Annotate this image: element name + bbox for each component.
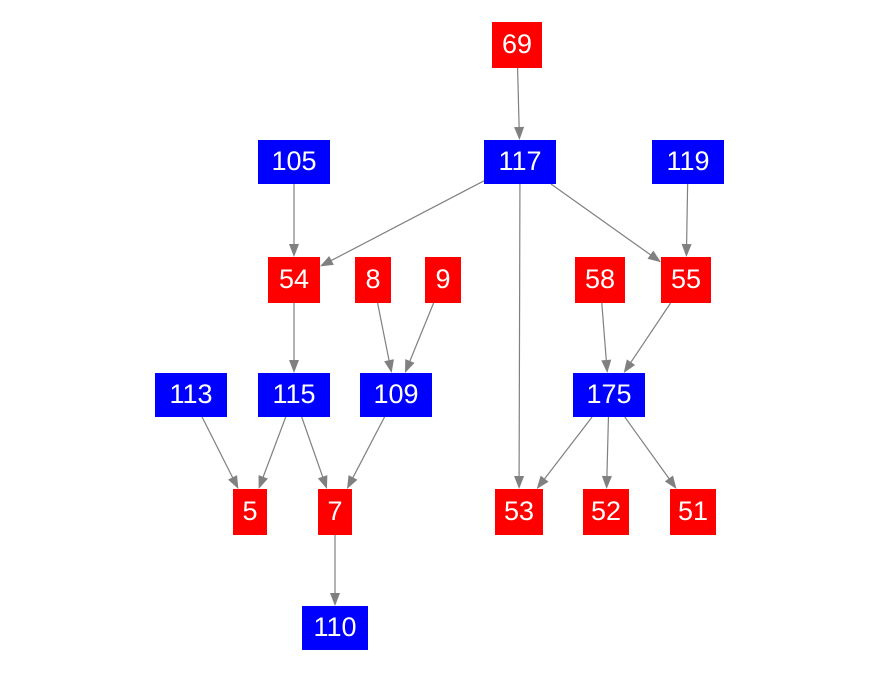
nodes-layer: 69 105 117 119 54 8 9 58 55 113 115 109 175 5 7 53 52 51 1… bbox=[155, 22, 724, 650]
edge-113-to-5 bbox=[201, 416, 239, 489]
arrowhead-icon bbox=[404, 359, 415, 373]
node-box[interactable] bbox=[302, 606, 368, 650]
node-label: 54 bbox=[279, 264, 309, 294]
node-69[interactable]: 69 bbox=[492, 22, 542, 68]
node-label: 55 bbox=[671, 264, 701, 294]
edge-175-to-53 bbox=[536, 416, 593, 489]
arrowhead-icon bbox=[623, 359, 636, 373]
node-110[interactable]: 110 bbox=[302, 606, 368, 650]
node-label: 51 bbox=[678, 496, 708, 526]
edge-7-to-110 bbox=[330, 535, 340, 606]
node-box[interactable] bbox=[360, 373, 432, 417]
node-58[interactable]: 58 bbox=[575, 257, 625, 303]
edge-54-to-115 bbox=[289, 303, 299, 373]
edge-175-to-52 bbox=[601, 416, 612, 489]
node-label: 7 bbox=[327, 496, 342, 526]
node-box[interactable] bbox=[318, 489, 352, 535]
node-box[interactable] bbox=[661, 257, 711, 303]
arrowhead-icon bbox=[601, 475, 612, 489]
node-5[interactable]: 5 bbox=[233, 489, 267, 535]
node-label: 52 bbox=[591, 496, 621, 526]
node-55[interactable]: 55 bbox=[661, 257, 711, 303]
node-117[interactable]: 117 bbox=[484, 140, 556, 184]
node-box[interactable] bbox=[575, 257, 625, 303]
node-52[interactable]: 52 bbox=[583, 489, 629, 535]
node-label: 58 bbox=[585, 264, 615, 294]
node-7[interactable]: 7 bbox=[318, 489, 352, 535]
arrowhead-icon bbox=[384, 359, 394, 373]
edge-109-to-7 bbox=[346, 416, 386, 489]
node-box[interactable] bbox=[233, 489, 267, 535]
arrowhead-icon bbox=[536, 475, 549, 489]
arrowhead-icon bbox=[514, 126, 525, 140]
edge-69-to-117 bbox=[514, 67, 525, 140]
edge-119-to-55 bbox=[681, 183, 692, 257]
edge-117-to-54 bbox=[320, 180, 485, 267]
node-box[interactable] bbox=[258, 373, 330, 417]
node-label: 119 bbox=[666, 146, 709, 176]
edge-9-to-109 bbox=[404, 302, 435, 373]
edge-117-to-53 bbox=[514, 183, 525, 489]
arrowhead-icon bbox=[289, 360, 299, 373]
node-box[interactable] bbox=[484, 140, 556, 184]
node-box[interactable] bbox=[268, 257, 320, 303]
edges-layer bbox=[201, 67, 692, 606]
node-label: 117 bbox=[498, 146, 541, 176]
node-label: 105 bbox=[271, 146, 316, 176]
node-box[interactable] bbox=[495, 489, 543, 535]
node-105[interactable]: 105 bbox=[258, 140, 330, 184]
node-175[interactable]: 175 bbox=[573, 373, 645, 417]
node-label: 9 bbox=[435, 264, 450, 294]
arrowhead-icon bbox=[664, 475, 677, 489]
node-115[interactable]: 115 bbox=[258, 373, 330, 417]
arrowhead-icon bbox=[258, 475, 268, 489]
edge-58-to-175 bbox=[601, 302, 612, 373]
node-label: 69 bbox=[502, 29, 532, 59]
arrowhead-icon bbox=[514, 475, 525, 489]
node-8[interactable]: 8 bbox=[355, 257, 391, 303]
node-box[interactable] bbox=[155, 373, 227, 417]
node-label: 113 bbox=[169, 379, 212, 409]
node-label: 8 bbox=[365, 264, 380, 294]
node-box[interactable] bbox=[670, 489, 716, 535]
node-54[interactable]: 54 bbox=[268, 257, 320, 303]
node-109[interactable]: 109 bbox=[360, 373, 432, 417]
edge-115-to-5 bbox=[258, 416, 287, 489]
edge-105-to-54 bbox=[289, 184, 299, 257]
node-box[interactable] bbox=[583, 489, 629, 535]
arrowhead-icon bbox=[320, 255, 334, 267]
arrowhead-icon bbox=[681, 243, 692, 257]
node-label: 5 bbox=[242, 496, 257, 526]
node-box[interactable] bbox=[355, 257, 391, 303]
node-box[interactable] bbox=[652, 140, 724, 184]
node-box[interactable] bbox=[425, 257, 461, 303]
node-label: 53 bbox=[504, 496, 534, 526]
edge-55-to-175 bbox=[623, 302, 672, 373]
node-box[interactable] bbox=[573, 373, 645, 417]
arrowhead-icon bbox=[317, 475, 328, 489]
node-9[interactable]: 9 bbox=[425, 257, 461, 303]
arrowhead-icon bbox=[346, 475, 358, 489]
edge-8-to-109 bbox=[377, 302, 394, 373]
node-label: 175 bbox=[586, 379, 631, 409]
arrowhead-icon bbox=[228, 475, 239, 489]
arrowhead-icon bbox=[601, 359, 612, 373]
node-box[interactable] bbox=[258, 140, 330, 184]
node-113[interactable]: 113 bbox=[155, 373, 227, 417]
node-51[interactable]: 51 bbox=[670, 489, 716, 535]
edge-175-to-51 bbox=[624, 416, 677, 489]
node-box[interactable] bbox=[492, 22, 542, 68]
arrowhead-icon bbox=[647, 250, 661, 263]
node-119[interactable]: 119 bbox=[652, 140, 724, 184]
node-label: 115 bbox=[272, 379, 315, 409]
edge-117-to-55 bbox=[550, 183, 661, 263]
edge-115-to-7 bbox=[301, 416, 328, 489]
arrowhead-icon bbox=[330, 593, 340, 606]
arrowhead-icon bbox=[289, 244, 299, 257]
node-label: 109 bbox=[373, 379, 418, 409]
node-53[interactable]: 53 bbox=[495, 489, 543, 535]
node-label: 110 bbox=[313, 612, 356, 642]
